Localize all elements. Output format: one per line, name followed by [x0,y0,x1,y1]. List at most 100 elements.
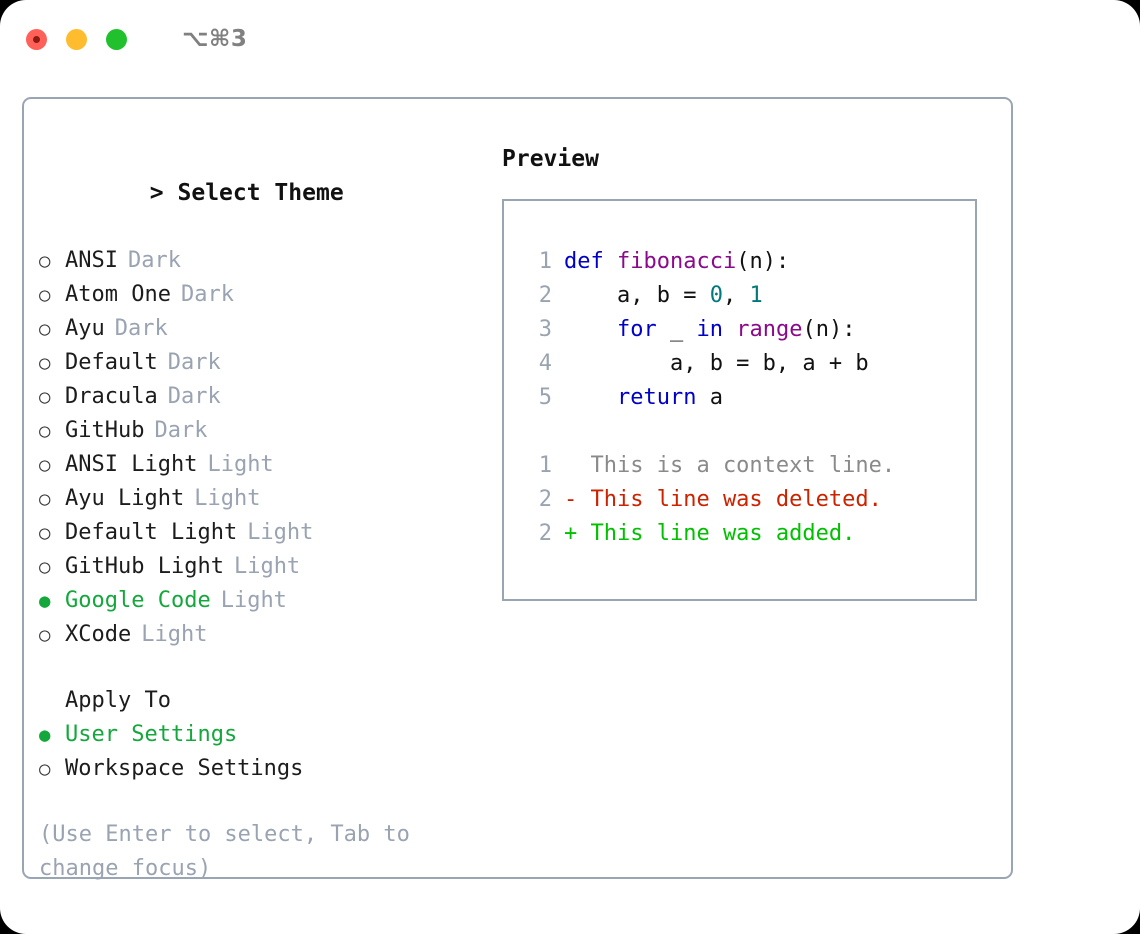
close-button[interactable] [26,28,47,50]
token-txt: (n): [802,317,856,342]
theme-option-ayu[interactable]: ○ Ayu Dark [39,312,479,346]
apply-to-title: Apply To [65,688,171,713]
line-number: 1 [538,453,552,478]
radio-unselected-icon: ○ [39,386,51,408]
theme-option-variant-tag: Light [233,554,301,579]
keyboard-hint-text: (Use Enter to select, Tab to change focu… [39,822,424,881]
token-txt [723,317,736,342]
theme-option-name: Ayu Light [65,486,185,511]
minimize-button[interactable] [66,28,87,50]
token-kw: in [696,317,723,342]
line-number: 5 [538,385,552,410]
prompt-caret-icon: > [149,180,164,206]
zoom-button[interactable] [106,28,127,50]
token-txt: a, b = b, a + b [564,351,869,376]
radio-unselected-icon: ○ [39,556,51,578]
window-controls [26,28,127,50]
select-theme-label: Select Theme [177,180,344,206]
token-ctx: This is a context line. [564,453,896,478]
diff-line: 2 - This line was deleted. [518,483,975,517]
line-number: 3 [538,317,552,342]
code-line: 5 return a [518,381,975,415]
token-txt: (n): [736,249,790,274]
token-kw: for [616,317,657,342]
token-txt: a, b = [564,283,710,308]
apply-to-option-workspace-settings[interactable]: ○Workspace Settings [39,752,479,786]
token-txt: , [722,283,750,308]
radio-unselected-icon: ○ [39,318,51,340]
select-theme-header: > Select Theme [39,142,479,244]
token-txt: a [696,385,723,410]
radio-unselected-icon: ○ [39,284,51,306]
radio-unselected-icon: ○ [39,250,51,272]
theme-option-variant-tag: Light [220,588,287,613]
theme-option-ansi[interactable]: ○ ANSI Dark [39,244,479,278]
code-spacer [518,415,975,449]
code-line: 2 a, b = 0, 1 [518,279,975,313]
token-del: - This line was deleted. [564,487,882,512]
token-txt [564,385,617,410]
theme-option-variant-tag: Dark [127,248,181,273]
theme-option-ansi-light[interactable]: ○ ANSI Light Light [39,448,479,482]
radio-selected-icon: ● [39,590,51,612]
radio-unselected-icon: ○ [39,454,51,476]
line-number: 2 [538,487,552,512]
keyboard-shortcut-label: ⌥⌘3 [182,26,248,52]
radio-unselected-icon: ○ [39,522,51,544]
theme-option-variant-tag: Dark [154,418,208,443]
apply-to-option-name: User Settings [65,722,238,747]
radio-unselected-icon: ○ [39,420,51,442]
code-line: 3 for _ in range(n): [518,313,975,347]
theme-option-variant-tag: Light [194,486,261,511]
apply-to-option-user-settings[interactable]: ● User Settings [39,718,479,752]
theme-option-atom-one[interactable]: ○ Atom One Dark [39,278,479,312]
token-kw: return [616,385,697,410]
diff-line: 1 This is a context line. [518,449,975,483]
title-bar: ⌥⌘3 [0,0,1140,78]
line-number: 2 [538,521,552,546]
theme-option-google-code[interactable]: ● Google Code Light [39,584,479,618]
theme-option-name: GitHub [65,418,145,443]
token-num: 0 [709,283,723,308]
diff-line-content: - This line was deleted. [564,483,882,517]
theme-option-name: Default [65,350,158,375]
token-kw: def [564,249,617,274]
code-line-content: a, b = 0, 1 [564,279,763,313]
radio-unselected-icon: ○ [39,758,51,780]
diff-line: 2+ This line was added. [518,517,975,551]
code-line: 4 a, b = b, a + b [518,347,975,381]
apply-to-list: ● User Settings ○Workspace Settings [39,718,479,786]
theme-option-variant-tag: Light [207,452,274,477]
theme-option-variant-tag: Light [247,520,314,545]
theme-option-name: ANSI [65,248,118,273]
diff-line-content: This is a context line. [564,449,895,483]
theme-option-variant-tag: Light [141,622,208,647]
radio-selected-icon: ● [39,724,51,746]
theme-option-name: ANSI Light [65,452,198,477]
line-number: 2 [538,283,552,308]
theme-option-name: Atom One [65,282,171,307]
theme-option-variant-tag: Dark [167,350,221,375]
code-line-content: def fibonacci(n): [564,245,789,279]
theme-option-variant-tag: Dark [114,316,168,341]
theme-option-name: Ayu [65,316,105,341]
code-line-content: for _ in range(n): [564,313,855,347]
theme-option-name: Dracula [65,384,158,409]
theme-option-github[interactable]: ○ GitHub Dark [39,414,479,448]
token-txt: _ [656,317,697,342]
theme-option-name: Google Code [65,588,211,613]
theme-option-variant-tag: Dark [180,282,234,307]
apply-to-section: Apply To ● User Settings ○Workspace Settin… [39,684,479,786]
